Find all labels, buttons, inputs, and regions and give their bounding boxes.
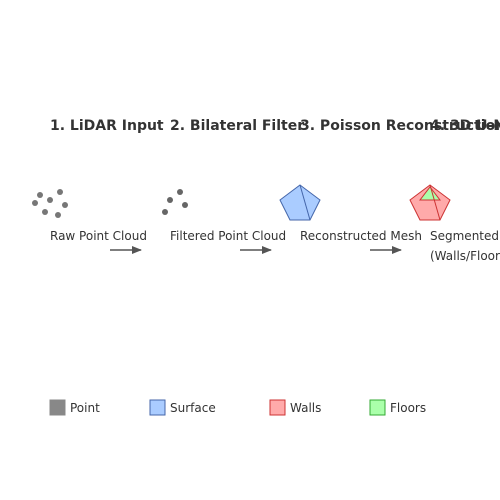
legend-swatch-point: [49, 399, 66, 416]
segmented-mesh-icon: [409, 184, 451, 221]
legend-swatch-walls: [269, 399, 286, 416]
step-3-title: 3. Poisson Reconstruction: [300, 118, 500, 134]
mesh-icon: [279, 184, 321, 221]
legend-label-walls: Walls: [290, 401, 321, 415]
step-1-title: 1. LiDAR Input: [50, 118, 164, 134]
step-1-label: Raw Point Cloud: [50, 229, 147, 243]
legend-item-floors: Floors: [369, 399, 426, 416]
step-4-label-line-2: (Walls/Floors): [430, 249, 500, 263]
legend: Point Surface Walls Floors: [49, 399, 426, 416]
filtered-point-cloud-icon: [162, 189, 188, 215]
step-4-label: Segmented Mesh: [430, 229, 500, 243]
legend-label-floors: Floors: [390, 401, 426, 415]
legend-item-point: Point: [49, 399, 100, 416]
step-2-title: 2. Bilateral Filter: [170, 118, 304, 134]
legend-swatch-floors: [369, 399, 386, 416]
legend-swatch-surface: [149, 399, 166, 416]
point-cloud-icon: [32, 189, 68, 218]
legend-label-point: Point: [70, 401, 100, 415]
legend-label-surface: Surface: [170, 401, 216, 415]
step-3-label: Reconstructed Mesh: [300, 229, 422, 243]
legend-item-surface: Surface: [149, 399, 216, 416]
legend-item-walls: Walls: [269, 399, 321, 416]
step-4-title: 4. 3D U-Net: [430, 118, 500, 134]
step-2-label: Filtered Point Cloud: [170, 229, 286, 243]
